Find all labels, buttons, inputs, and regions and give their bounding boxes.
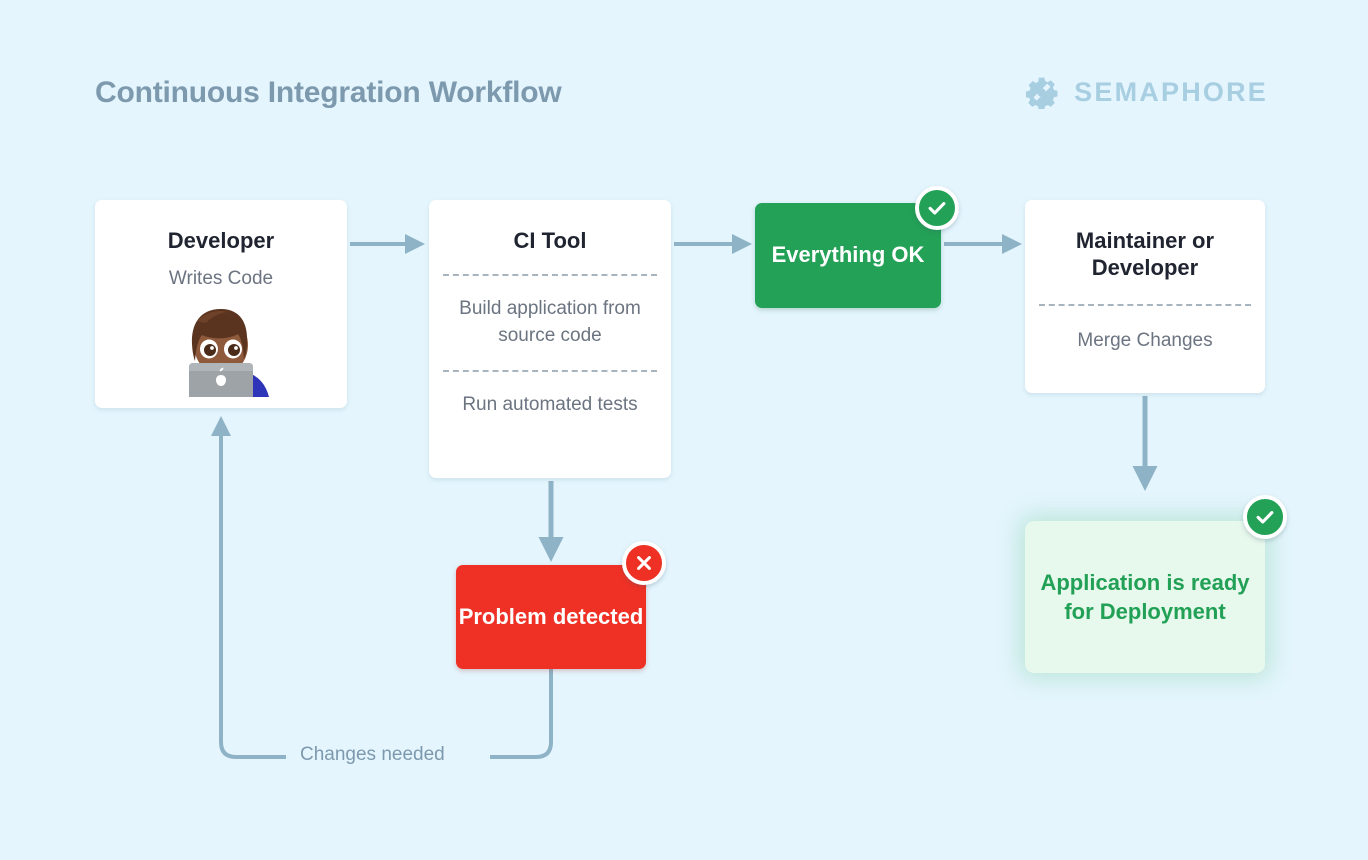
feedback-loop-left-segment	[211, 416, 286, 759]
problem-detected-label: Problem detected	[458, 603, 644, 629]
page-title: Continuous Integration Workflow	[95, 76, 562, 109]
node-ci-tool[interactable]: CI Tool Build application from source co…	[429, 200, 671, 478]
node-application-ready[interactable]: Application is ready for Deployment	[1025, 521, 1265, 673]
node-developer[interactable]: Developer Writes Code	[95, 200, 347, 408]
node-problem-detected[interactable]: Problem detected	[456, 565, 646, 669]
check-circle-icon	[915, 186, 959, 230]
everything-ok-label: Everything OK	[771, 242, 925, 268]
check-circle-icon	[1243, 495, 1287, 539]
feedback-loop-label: Changes needed	[300, 744, 445, 765]
developer-title: Developer	[167, 228, 275, 253]
brand-logo: SEMAPHORE	[1025, 76, 1268, 109]
node-everything-ok[interactable]: Everything OK	[755, 203, 941, 308]
feedback-loop-right-segment	[490, 669, 553, 759]
gear-icon	[1025, 76, 1058, 109]
maintainer-subtitle: Merge Changes	[1077, 329, 1213, 351]
ci-tool-step-1: Build application from source code	[459, 298, 641, 347]
node-maintainer[interactable]: Maintainer or Developer Merge Changes	[1025, 200, 1265, 393]
ci-tool-step-2: Run automated tests	[462, 394, 638, 416]
x-circle-icon	[622, 541, 666, 585]
ci-tool-title: CI Tool	[513, 228, 587, 253]
maintainer-title: Maintainer or Developer	[1075, 228, 1215, 281]
ci-tool-divider-2	[443, 370, 657, 373]
ci-tool-divider-1	[443, 274, 657, 277]
brand-name: SEMAPHORE	[1074, 77, 1268, 107]
application-ready-label: Application is ready for Deployment	[1040, 569, 1250, 624]
woman-technologist-emoji	[95, 301, 347, 408]
maintainer-divider	[1039, 303, 1251, 306]
developer-subtitle: Writes Code	[168, 268, 274, 290]
